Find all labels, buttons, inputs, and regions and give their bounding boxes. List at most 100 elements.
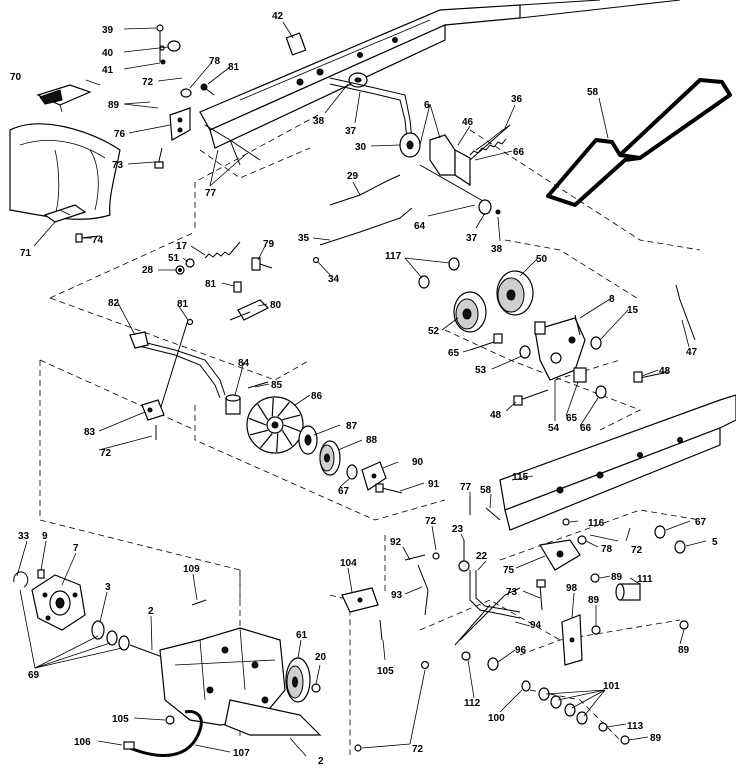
washer-117 <box>418 257 460 289</box>
callout-85: 85 <box>271 380 283 391</box>
fan-blade <box>260 433 273 449</box>
ball-23 <box>458 540 470 572</box>
callout-41: 41 <box>102 65 114 76</box>
callout-90: 90 <box>412 457 424 468</box>
lever-22 <box>469 570 521 619</box>
washer-51-28 <box>175 258 195 275</box>
callout-89e: 89 <box>650 733 662 744</box>
callout-89d: 89 <box>678 645 690 656</box>
callout-37b: 37 <box>466 233 478 244</box>
callout-15: 15 <box>627 305 639 316</box>
callout-36: 36 <box>511 94 523 105</box>
callout-79: 79 <box>263 239 275 250</box>
callout-71: 71 <box>20 248 32 259</box>
callout-58: 58 <box>587 87 599 98</box>
callout-84: 84 <box>238 358 250 369</box>
callout-65: 65 <box>448 348 460 359</box>
fan-blade <box>248 417 267 426</box>
frame-rail-top <box>199 0 681 149</box>
callout-89: 89 <box>108 100 120 111</box>
callout-20: 20 <box>315 652 327 663</box>
callout-101: 101 <box>603 681 620 692</box>
callout-9: 9 <box>42 531 48 542</box>
pulley-61 <box>285 657 311 703</box>
transaxle-body <box>159 627 322 736</box>
callout-75: 75 <box>503 565 515 576</box>
callout-52: 52 <box>428 326 440 337</box>
callout-116: 116 <box>588 518 605 529</box>
callout-113: 113 <box>627 721 644 732</box>
washer-stack-101 <box>521 680 588 725</box>
callout-46: 46 <box>462 117 474 128</box>
callout-66: 66 <box>513 147 525 158</box>
callout-80: 80 <box>270 300 282 311</box>
rod-47 <box>675 284 696 341</box>
clamp-105 <box>165 715 175 725</box>
washer-89d <box>679 620 689 630</box>
callout-5: 5 <box>712 537 718 548</box>
callout-28: 28 <box>142 265 154 276</box>
spacer-65b <box>573 367 587 383</box>
fan-blade <box>283 424 302 433</box>
bolt-91 <box>375 483 403 494</box>
callout-33: 33 <box>18 531 30 542</box>
fan-blade <box>281 429 293 447</box>
callout-89b: 89 <box>611 572 623 583</box>
drive-belt <box>546 78 732 207</box>
callout-29: 29 <box>347 171 359 182</box>
callout-72: 72 <box>142 77 154 88</box>
fitting-106 <box>123 741 135 750</box>
callout-17: 17 <box>176 241 188 252</box>
washer-40 <box>167 40 181 52</box>
pulley-87 <box>298 425 318 455</box>
fender-body <box>9 123 121 220</box>
callout-66b: 66 <box>580 423 592 434</box>
callout-87: 87 <box>346 421 358 432</box>
callout-6: 6 <box>424 100 430 111</box>
callout-105b: 105 <box>112 714 129 725</box>
nut-5 <box>674 540 686 554</box>
washer-89b <box>590 573 600 583</box>
callout-86: 86 <box>311 391 323 402</box>
callout-81c: 81 <box>177 299 189 310</box>
fan-blade <box>282 414 301 421</box>
callout-8: 8 <box>609 294 615 305</box>
lever-82 <box>129 331 226 399</box>
callout-50: 50 <box>536 254 548 265</box>
bracket-76 <box>169 107 191 141</box>
callout-81b: 81 <box>205 279 217 290</box>
callout-labels: 39 40 41 42 70 72 78 81 89 76 73 77 38 3… <box>10 11 718 767</box>
washer-53 <box>519 345 531 359</box>
pulley-52 <box>453 291 487 333</box>
callout-34: 34 <box>328 274 340 285</box>
callout-77: 77 <box>205 188 217 199</box>
callout-76: 76 <box>114 129 126 140</box>
bracket-75 <box>539 539 581 571</box>
washer-116 <box>562 518 570 526</box>
bolt-78-81 <box>180 83 215 98</box>
callout-70: 70 <box>10 72 22 83</box>
bolt-58b <box>485 507 501 521</box>
bolt-65a <box>469 333 503 351</box>
callout-98: 98 <box>566 583 578 594</box>
callout-72d: 72 <box>425 516 437 527</box>
rod-94 <box>454 587 521 646</box>
hose-107 <box>129 710 203 757</box>
callout-35: 35 <box>298 233 310 244</box>
frame-rail-right <box>499 394 736 531</box>
fan-blade <box>276 433 279 452</box>
spacer-111 <box>615 583 641 601</box>
leader-lines <box>16 21 707 757</box>
pedal-pad-70 <box>36 84 92 113</box>
washer-96 <box>487 657 499 671</box>
plate-90 <box>361 461 387 491</box>
callout-38b: 38 <box>491 244 503 255</box>
nut-72e <box>354 744 362 752</box>
callout-61: 61 <box>296 630 308 641</box>
callout-3: 3 <box>105 582 111 593</box>
callout-89c: 89 <box>588 595 600 606</box>
callout-112: 112 <box>464 698 481 709</box>
callout-96: 96 <box>515 645 527 656</box>
axle-2a <box>129 644 166 659</box>
bolt-79 <box>251 257 273 271</box>
